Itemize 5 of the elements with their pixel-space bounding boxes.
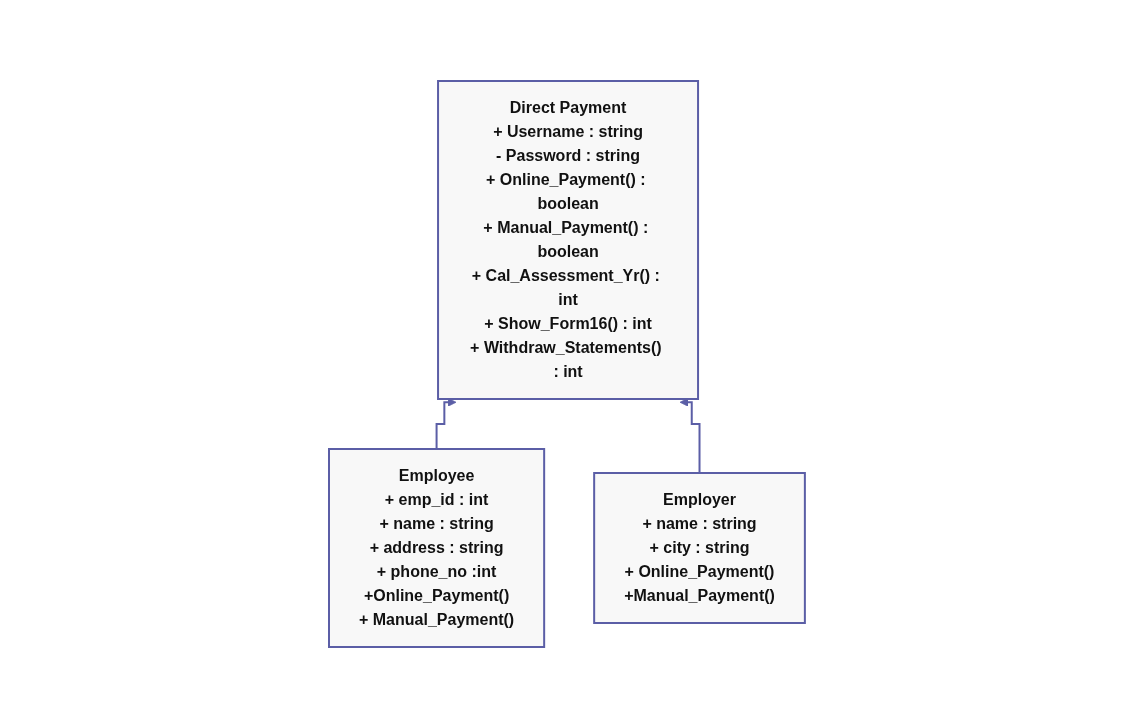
node-box: Direct Payment + Username : string - Password : string + Online_Payment() : boolean + Manual_Payment() : boolean + Cal_Assessment_Yr() : int + Show_Form16() : int + Withdraw_Statements() : int (436, 79, 699, 400)
arrow (679, 397, 701, 474)
node-box: Employer + name : string + city : string + Online_Payment() +Manual_Payment() (592, 471, 806, 624)
arrow (435, 397, 457, 450)
node-box: Employee + emp_id : int + name : string + address : string + phone_no :int +Online_Payment() + Manual_Payment() (327, 447, 545, 648)
